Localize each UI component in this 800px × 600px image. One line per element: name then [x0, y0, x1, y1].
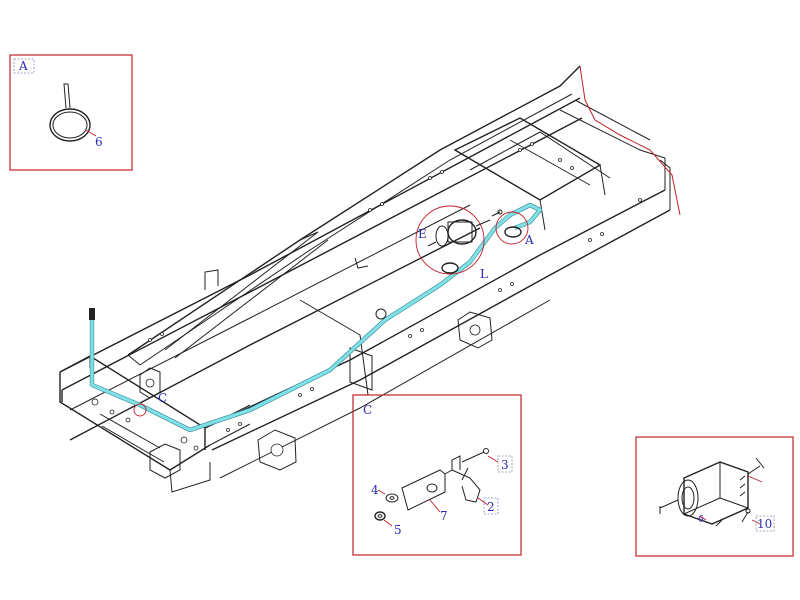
detail-a-title: A: [18, 59, 28, 73]
part-label-4: 4: [371, 483, 379, 497]
main-label-a: A: [524, 233, 534, 247]
main-label-l: L: [480, 267, 488, 281]
clamp-icon: [441, 262, 459, 274]
clamp-ring-icon: [49, 83, 97, 142]
part-label-2: 2: [487, 500, 495, 514]
clamp-icon: [504, 226, 522, 238]
washer-icon: [385, 493, 399, 503]
frame-holes: [91, 142, 642, 451]
detail-a-panel: A 6: [9, 54, 133, 171]
chassis-frame: [59, 65, 681, 493]
detail-e-panel: 10 6: [635, 436, 794, 557]
main-label-e: E: [418, 227, 427, 241]
part-label-5: 5: [394, 523, 402, 537]
callout-c-ring: [133, 403, 147, 417]
part-label-10: 10: [757, 517, 772, 531]
bracket-icon: [401, 455, 481, 511]
callout-e-ring: [415, 205, 485, 275]
part-label-3: 3: [501, 458, 509, 472]
brake-chamber-detail-icon: [659, 457, 765, 525]
line-fitting: [89, 308, 95, 320]
line-clip-icon: [375, 308, 387, 320]
mounting-bolt-icon: [715, 508, 751, 527]
detail-c-title: C: [363, 403, 372, 417]
nut-icon: [374, 511, 386, 521]
callout-a-ring: [495, 211, 529, 245]
main-label-c: C: [158, 391, 167, 405]
part-label-7: 7: [440, 509, 448, 523]
air-line: [89, 202, 543, 433]
detail-c-panel: C 4 5 7 3 2: [352, 394, 522, 556]
bolt-icon: [461, 448, 489, 463]
part-label-6: 6: [95, 135, 103, 149]
brake-chamber-icon: [427, 209, 503, 247]
part-label-chamber-6: 6: [698, 515, 704, 525]
